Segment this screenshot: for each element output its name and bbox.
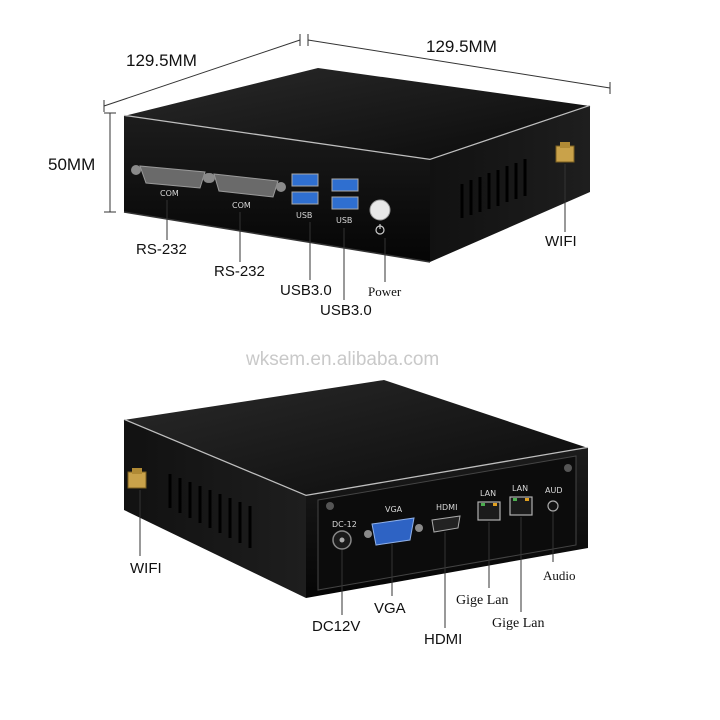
wifi-callout-top: WIFI <box>545 233 577 250</box>
top-callout-lines <box>166 164 566 300</box>
usb-port-pair-2: USB <box>331 178 359 225</box>
power-button <box>369 199 391 235</box>
hdmi-callout: HDMI <box>424 631 463 648</box>
usb-port-pair-1: USB <box>291 173 319 220</box>
usb-port-pair-2-label: USB <box>336 216 352 225</box>
audio-jack: AUD <box>545 486 563 512</box>
wifi-callout-bottom: WIFI <box>130 560 162 577</box>
vga-callout: VGA <box>374 600 406 617</box>
wifi-antenna-connector-rear <box>127 468 147 489</box>
com-port-1-label: COM <box>160 189 179 198</box>
height-dimension-label: 50MM <box>48 155 96 174</box>
side-vents-rear <box>168 474 252 548</box>
device-front-view: COM COM USB USB <box>123 68 591 263</box>
lan-port-1-label: LAN <box>480 489 496 498</box>
side-vents <box>460 159 527 218</box>
vga-port-label: VGA <box>385 505 403 514</box>
lan-port-1: LAN <box>477 489 501 521</box>
gige-lan-callout-1: Gige Lan <box>456 593 509 608</box>
vga-port: VGA <box>364 505 423 546</box>
watermark: wksem.en.alibaba.com <box>246 349 440 370</box>
usb30-callout-1: USB3.0 <box>280 282 332 299</box>
dc12v-callout: DC12V <box>312 618 361 635</box>
wifi-antenna-connector <box>555 142 575 163</box>
rs232-callout-1: RS-232 <box>136 241 187 258</box>
dimension-lines <box>103 34 611 213</box>
hdmi-port-label: HDMI <box>436 503 457 512</box>
hdmi-port: HDMI <box>431 503 461 533</box>
rs232-callout-2: RS-232 <box>214 263 265 280</box>
usb-port-pair-1-label: USB <box>296 211 312 220</box>
gige-lan-callout-2: Gige Lan <box>492 616 545 631</box>
dc-jack-label: DC-12 <box>332 520 357 529</box>
width-dimension-label: 129.5MM <box>426 37 497 56</box>
lan-port-2-label: LAN <box>512 484 528 493</box>
dc-jack: DC-12 <box>332 520 357 550</box>
com-port-2: COM <box>205 173 286 210</box>
audio-jack-label: AUD <box>545 486 563 495</box>
usb30-callout-2: USB3.0 <box>320 302 372 319</box>
audio-callout: Audio <box>543 568 576 583</box>
device-rear-view: DC-12 VGA HDMI LAN LAN <box>123 380 589 598</box>
com-port-2-label: COM <box>232 201 251 210</box>
bottom-callout-lines <box>139 490 554 628</box>
power-callout: Power <box>368 284 402 299</box>
depth-dimension-label: 129.5MM <box>126 51 197 70</box>
lan-port-2: LAN <box>509 484 533 516</box>
